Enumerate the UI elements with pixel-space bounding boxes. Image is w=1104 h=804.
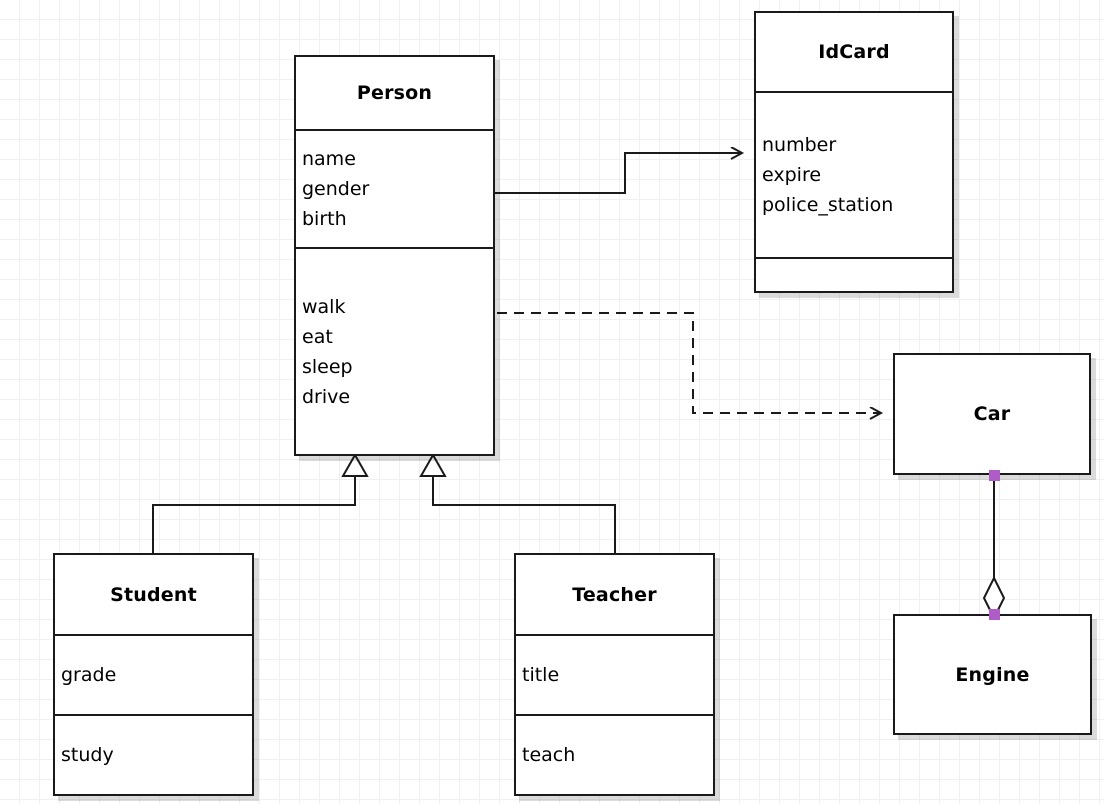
person-method: drive xyxy=(302,385,351,408)
edge-car-engine[interactable] xyxy=(982,476,1006,621)
student-method: study xyxy=(61,744,114,766)
idcard-attribute: expire xyxy=(762,164,822,186)
idcard-attribute: police_station xyxy=(762,194,894,216)
uml-class-student[interactable]: Student grade study xyxy=(53,553,254,796)
uml-class-engine[interactable]: Engine xyxy=(893,614,1092,735)
person-methods-compartment: walk eat sleep drive xyxy=(296,247,493,454)
person-attribute: birth xyxy=(302,208,347,230)
car-title-compartment: Car xyxy=(895,355,1089,473)
idcard-attributes-compartment: number expire police_station xyxy=(756,91,952,257)
teacher-attribute: title xyxy=(522,664,560,686)
edge-person-idcard[interactable] xyxy=(495,153,742,194)
edge-teacher-person[interactable] xyxy=(419,452,616,553)
person-attribute: name xyxy=(302,148,356,170)
teacher-methods-compartment: teach xyxy=(516,714,713,794)
idcard-attribute: number xyxy=(762,134,837,156)
idcard-methods-compartment xyxy=(756,257,952,291)
person-class-name: Person xyxy=(356,82,433,104)
car-class-name: Car xyxy=(973,403,1011,425)
teacher-attributes-compartment: title xyxy=(516,634,713,714)
student-attributes-compartment: grade xyxy=(55,634,252,714)
student-class-name: Student xyxy=(110,583,197,606)
connection-handle-car[interactable] xyxy=(989,470,1000,481)
person-attributes-compartment: name gender birth xyxy=(296,129,493,247)
uml-class-teacher[interactable]: Teacher title teach xyxy=(514,553,715,796)
teacher-method: teach xyxy=(522,744,576,766)
person-method: sleep xyxy=(302,355,353,378)
edge-student-person[interactable] xyxy=(152,452,369,553)
engine-title-compartment: Engine xyxy=(895,616,1090,733)
person-attribute: gender xyxy=(302,178,370,200)
uml-class-car[interactable]: Car xyxy=(893,353,1091,475)
idcard-class-name: IdCard xyxy=(818,41,890,63)
engine-class-name: Engine xyxy=(955,663,1030,686)
person-method: walk xyxy=(302,295,346,318)
teacher-title-compartment: Teacher xyxy=(516,555,713,634)
student-title-compartment: Student xyxy=(55,555,252,634)
idcard-title-compartment: IdCard xyxy=(756,13,952,91)
student-methods-compartment: study xyxy=(55,714,252,794)
uml-class-person[interactable]: Person name gender birth walk eat sleep … xyxy=(294,55,495,456)
teacher-class-name: Teacher xyxy=(572,583,657,606)
uml-class-idcard[interactable]: IdCard number expire police_station xyxy=(754,11,954,293)
student-attribute: grade xyxy=(61,664,117,686)
connection-handle-engine[interactable] xyxy=(989,609,1000,620)
person-title-compartment: Person xyxy=(296,57,493,129)
edge-person-car[interactable] xyxy=(497,312,881,413)
person-method: eat xyxy=(302,325,333,348)
